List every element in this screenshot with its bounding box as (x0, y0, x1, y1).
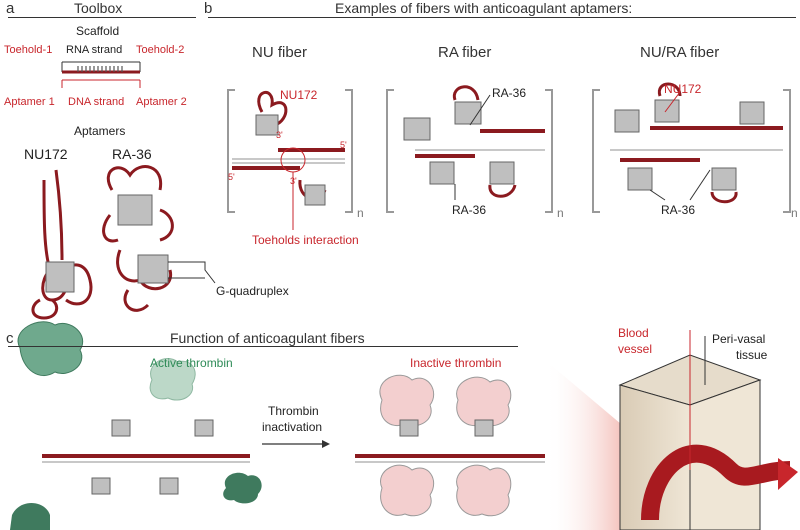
tissue-block (618, 330, 798, 530)
nu-fiber-three-prime-bottom: 3' (290, 176, 297, 186)
rna-strand-label: RNA strand (66, 44, 123, 56)
ra-fiber-ra36-top-label: RA-36 (492, 86, 527, 100)
nu-fiber-n: n (357, 206, 364, 220)
gquadruplex-label: G-quadruplex (216, 284, 289, 298)
toeholds-interaction-label: Toeholds interaction (252, 233, 359, 247)
nu-fiber-nu172-label: NU172 (280, 88, 318, 102)
thrombin-active-blobs (10, 321, 262, 530)
nura-fiber-title: NU/RA fiber (640, 44, 720, 61)
panel-a-letter: a (6, 0, 15, 17)
aptamers-title: Aptamers (74, 124, 126, 138)
nu172-quadruplex (45, 261, 75, 293)
panel-c-title: Function of anticoagulant fibers (170, 330, 365, 346)
panel-b-letter: b (204, 0, 213, 17)
scaffold-diagram (61, 61, 141, 88)
nu-fiber-art (232, 90, 345, 230)
nura-fiber-nu172-label: NU172 (664, 82, 702, 96)
panel-a-title: Toolbox (74, 0, 123, 16)
inactive-thrombin-label: Inactive thrombin (410, 356, 502, 370)
aptamer-2-label: Aptamer 2 (136, 96, 187, 108)
panel-b-title: Examples of fibers with anticoagulant ap… (335, 0, 633, 16)
nu-fiber-five-prime-left: 5' (228, 172, 235, 182)
gquad-callout (168, 261, 216, 284)
nu-fiber-five-prime-right: 5' (340, 140, 347, 150)
ra36-structure (102, 165, 174, 312)
nura-fiber-art (610, 82, 783, 204)
nu-fiber-three-prime-top: 3' (276, 130, 283, 140)
aptamer-1-label: Aptamer 1 (4, 96, 55, 108)
ra36-lower-quadruplex (137, 254, 169, 284)
ra-fiber-title: RA fiber (438, 44, 492, 61)
ra36-title: RA-36 (112, 146, 152, 162)
thrombin-inactivation-line1: Thrombin (268, 404, 319, 418)
thrombin-inactivation-line2: inactivation (262, 420, 323, 434)
ra-fiber-ra36-bottom-label: RA-36 (452, 203, 487, 217)
toehold-2-label: Toehold-2 (136, 44, 185, 56)
panel-c-letter: c (6, 330, 14, 347)
panel-c-fibers (42, 419, 545, 495)
scaffold-title: Scaffold (76, 24, 120, 38)
dna-strand-label: DNA strand (68, 96, 125, 108)
active-thrombin-label: Active thrombin (150, 356, 233, 370)
nu172-title: NU172 (24, 146, 68, 162)
ra36-upper-quadruplex (117, 194, 153, 226)
perivasal-line1: Peri-vasal (712, 332, 766, 346)
toehold-1-label: Toehold-1 (4, 44, 53, 56)
ra-fiber-n: n (557, 206, 564, 220)
nura-fiber-ra36-label: RA-36 (661, 203, 696, 217)
thrombin-inactive-blobs (379, 374, 512, 517)
fiber-brackets (227, 89, 791, 213)
blood-vessel-line2: vessel (618, 342, 653, 356)
perivasal-line2: tissue (736, 348, 768, 362)
blood-vessel-line1: Blood (618, 326, 649, 340)
nu172-structure (31, 169, 93, 320)
arrow-inactivation (262, 440, 330, 448)
nura-fiber-n: n (791, 206, 798, 220)
ra-fiber-art (403, 85, 545, 200)
nu-fiber-title: NU fiber (252, 44, 308, 61)
zoom-beam (545, 360, 640, 530)
